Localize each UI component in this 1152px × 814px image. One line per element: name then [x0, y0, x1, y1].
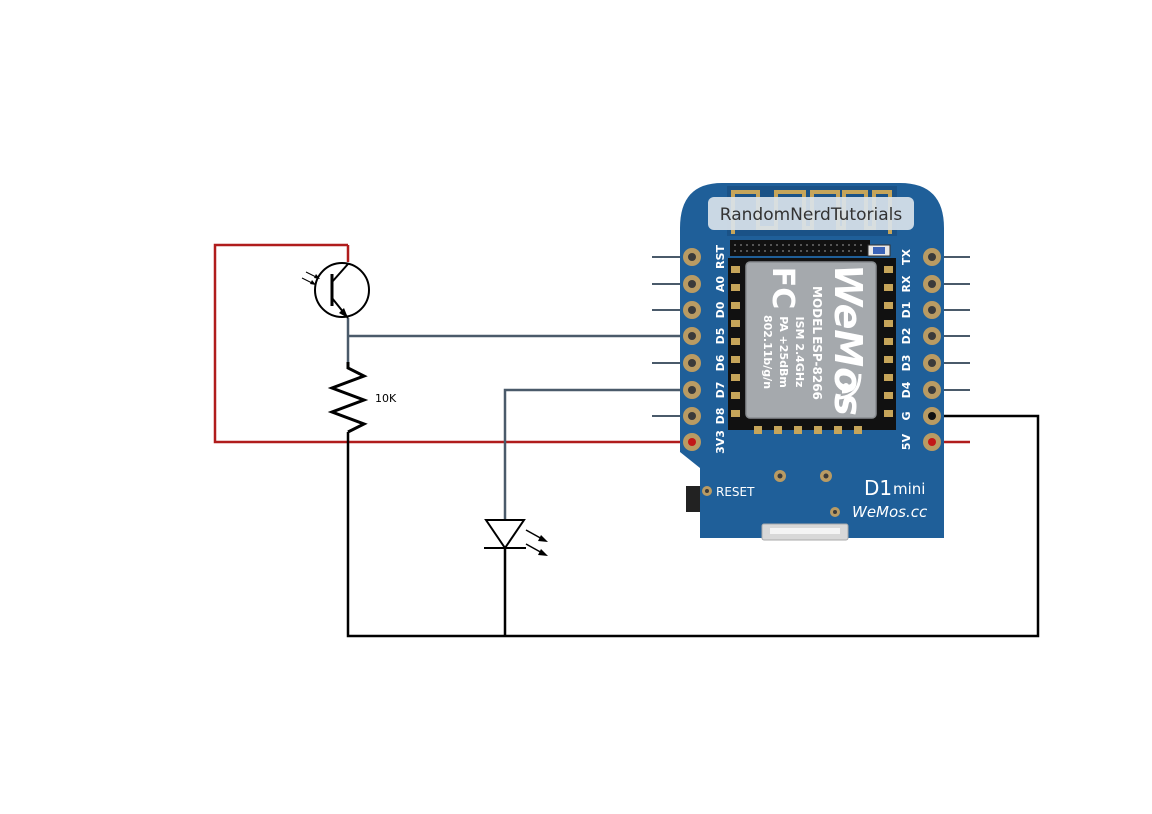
left-header [683, 248, 701, 451]
fcc-logo: FC [765, 267, 800, 310]
board-name-mini: mini [893, 480, 925, 498]
right-header [923, 248, 941, 451]
pin-label-right: D3 [900, 355, 913, 372]
resistor [327, 362, 369, 434]
pin-label-left: D5 [714, 328, 727, 345]
pin-label-left: D8 [714, 408, 727, 425]
watermark-box [708, 197, 914, 230]
spec-ism: ISM 2.4GHz [793, 317, 806, 388]
pin-label-left: RST [714, 245, 727, 269]
model-label: MODEL [810, 286, 824, 334]
pin-label-right: G [900, 411, 913, 420]
pin-label-right: D1 [900, 302, 913, 319]
wemos-d1-mini-board: RandomNerdTutorials WeMos MODEL ESP-8266… [680, 183, 944, 541]
right-pin-labels: TX RX D1 D2 D3 D4 G 5V [900, 248, 913, 450]
spec-pa: PA +25dBm [777, 316, 790, 388]
phototransistor [301, 262, 370, 319]
pin-label-left: D7 [714, 382, 727, 399]
ground-wire [346, 414, 1040, 638]
model-value: ESP-8266 [810, 336, 824, 400]
pin-label-right: 5V [900, 433, 913, 450]
pin-label-right: D2 [900, 328, 913, 345]
pin-label-left: 3V3 [714, 430, 727, 454]
board-name-d1: D1 [864, 476, 892, 500]
pin-label-left: D6 [714, 354, 727, 371]
reset-button[interactable] [686, 486, 700, 512]
pin-label-left: A0 [714, 276, 727, 293]
pin-label-right: TX [900, 248, 913, 265]
wifi-icon [835, 373, 862, 400]
watermark: RandomNerdTutorials [720, 205, 903, 225]
reset-label: RESET [716, 485, 755, 499]
signal-wire-d7 [503, 388, 692, 520]
resistor-label: 10K [375, 392, 397, 405]
pin-label-left: D0 [714, 301, 727, 318]
power-wire-3v3 [213, 243, 692, 444]
pin-label-right: RX [900, 275, 913, 292]
spec-protocol: 802.11b/g/n [761, 315, 774, 389]
led [484, 519, 548, 556]
esp8266-module [745, 261, 877, 419]
chip-brand: WeMos [826, 264, 870, 416]
board-site: WeMos.cc [852, 503, 928, 521]
left-pin-labels: RST A0 D0 D5 D6 D7 D8 3V3 [714, 245, 727, 454]
pin-label-right: D4 [900, 381, 913, 398]
